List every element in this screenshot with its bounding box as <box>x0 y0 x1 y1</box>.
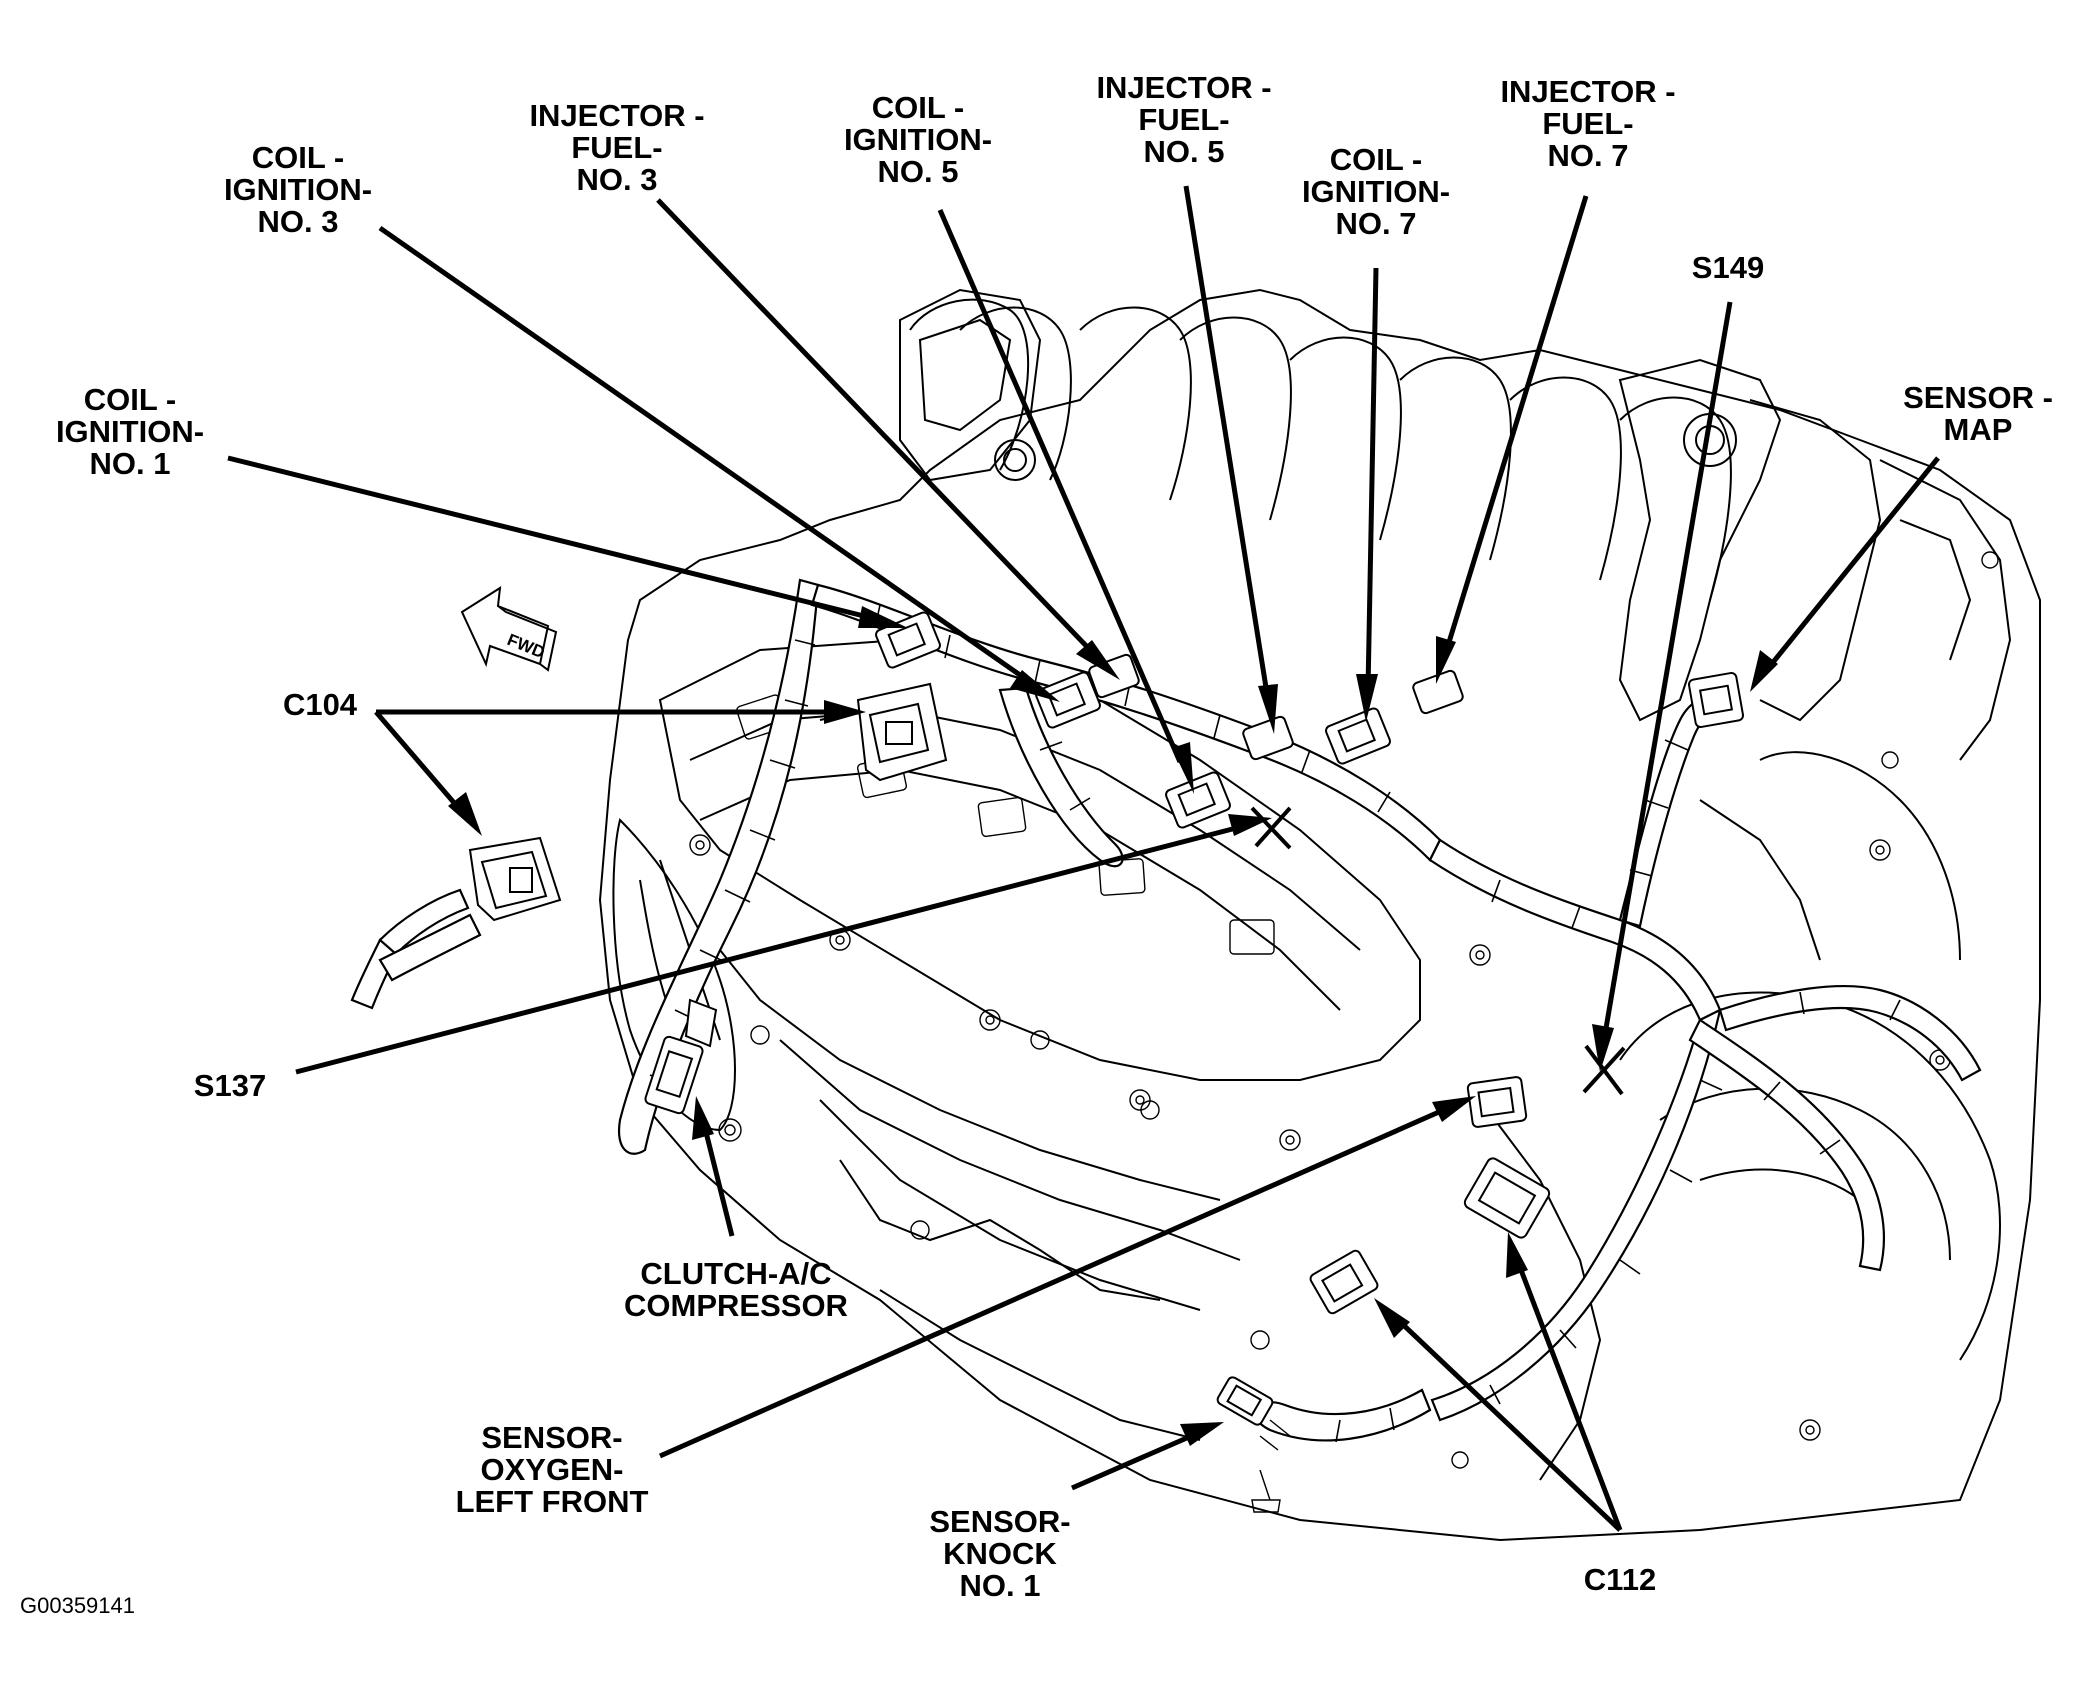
svg-text:INJECTOR -: INJECTOR - <box>1096 70 1271 105</box>
svg-text:NO. 1: NO. 1 <box>960 1568 1041 1603</box>
svg-text:SENSOR-: SENSOR- <box>481 1420 622 1455</box>
svg-text:SENSOR-: SENSOR- <box>929 1504 1070 1539</box>
c112-connector-upper <box>1466 1076 1528 1128</box>
label-injector-fuel-no5: INJECTOR - FUEL- NO. 5 <box>1096 70 1271 169</box>
svg-text:COMPRESSOR: COMPRESSOR <box>624 1288 848 1323</box>
label-coil-ignition-no3: COIL - IGNITION- NO. 3 <box>224 140 372 239</box>
svg-text:INJECTOR -: INJECTOR - <box>1500 74 1675 109</box>
svg-text:OXYGEN-: OXYGEN- <box>481 1452 624 1487</box>
svg-text:NO. 3: NO. 3 <box>258 204 339 239</box>
label-s137: S137 <box>194 1068 266 1103</box>
injector-5-connector <box>1242 715 1294 761</box>
svg-text:SENSOR -: SENSOR - <box>1903 380 2053 415</box>
svg-text:KNOCK: KNOCK <box>943 1536 1057 1571</box>
svg-text:IGNITION-: IGNITION- <box>844 122 992 157</box>
svg-text:COIL -: COIL - <box>1330 142 1422 177</box>
figure-id: G00359141 <box>20 1593 135 1618</box>
svg-text:NO. 1: NO. 1 <box>90 446 171 481</box>
svg-text:IGNITION-: IGNITION- <box>1302 174 1450 209</box>
svg-text:COIL -: COIL - <box>84 382 176 417</box>
knock-sensor-connector <box>1309 1249 1379 1315</box>
svg-text:LEFT FRONT: LEFT FRONT <box>456 1484 649 1519</box>
map-sensor-connector <box>1687 671 1745 729</box>
label-sensor-map: SENSOR - MAP <box>1903 380 2053 447</box>
callout-labels: COIL - IGNITION- NO. 3 INJECTOR - FUEL- … <box>20 70 2053 1618</box>
svg-text:C104: C104 <box>283 687 358 722</box>
svg-text:NO. 5: NO. 5 <box>1144 134 1225 169</box>
svg-text:NO. 7: NO. 7 <box>1336 206 1417 241</box>
svg-text:NO. 3: NO. 3 <box>577 162 658 197</box>
svg-text:IGNITION-: IGNITION- <box>224 172 372 207</box>
svg-text:COIL -: COIL - <box>252 140 344 175</box>
svg-text:MAP: MAP <box>1944 412 2013 447</box>
callout-leaders <box>227 185 1940 1532</box>
svg-text:CLUTCH-A/C: CLUTCH-A/C <box>640 1256 831 1291</box>
label-injector-fuel-no7: INJECTOR - FUEL- NO. 7 <box>1500 74 1675 173</box>
forward-direction-arrow: FWD <box>460 586 558 672</box>
svg-text:FUEL-: FUEL- <box>1542 106 1633 141</box>
svg-text:FUEL-: FUEL- <box>571 130 662 165</box>
label-coil-ignition-no7: COIL - IGNITION- NO. 7 <box>1302 142 1450 241</box>
oxygen-sensor-connector <box>1216 1376 1291 1451</box>
svg-text:FUEL-: FUEL- <box>1138 102 1229 137</box>
label-c112: C112 <box>1584 1562 1656 1597</box>
ac-clutch-connector <box>644 998 718 1115</box>
label-injector-fuel-no3: INJECTOR - FUEL- NO. 3 <box>529 98 704 197</box>
label-sensor-oxygen-left-front: SENSOR- OXYGEN- LEFT FRONT <box>456 1420 649 1519</box>
c104-connector-engine <box>819 682 948 782</box>
label-c104: C104 <box>283 687 358 722</box>
label-coil-ignition-no1: COIL - IGNITION- NO. 1 <box>56 382 204 481</box>
label-coil-ignition-no5: COIL - IGNITION- NO. 5 <box>844 90 992 189</box>
svg-text:IGNITION-: IGNITION- <box>56 414 204 449</box>
injector-7-connector <box>1412 669 1464 715</box>
svg-text:S149: S149 <box>1692 250 1764 285</box>
splice-s137-mark <box>1250 806 1292 850</box>
svg-text:S137: S137 <box>194 1068 266 1103</box>
svg-text:INJECTOR -: INJECTOR - <box>529 98 704 133</box>
label-s149: S149 <box>1692 250 1764 285</box>
wiring-harness <box>350 578 1982 1443</box>
svg-text:NO. 5: NO. 5 <box>878 154 959 189</box>
c104-connector-detached <box>378 836 562 982</box>
engine-line-art <box>598 288 2041 1542</box>
c112-connector-lower <box>1463 1157 1551 1239</box>
svg-text:NO. 7: NO. 7 <box>1548 138 1629 173</box>
label-clutch-ac-compressor: CLUTCH-A/C COMPRESSOR <box>624 1256 848 1323</box>
svg-text:COIL -: COIL - <box>872 90 964 125</box>
svg-text:C112: C112 <box>1584 1562 1656 1597</box>
splice-s149-mark <box>1582 1044 1626 1096</box>
connectors <box>378 611 1745 1513</box>
label-sensor-knock-no1: SENSOR- KNOCK NO. 1 <box>929 1504 1070 1603</box>
